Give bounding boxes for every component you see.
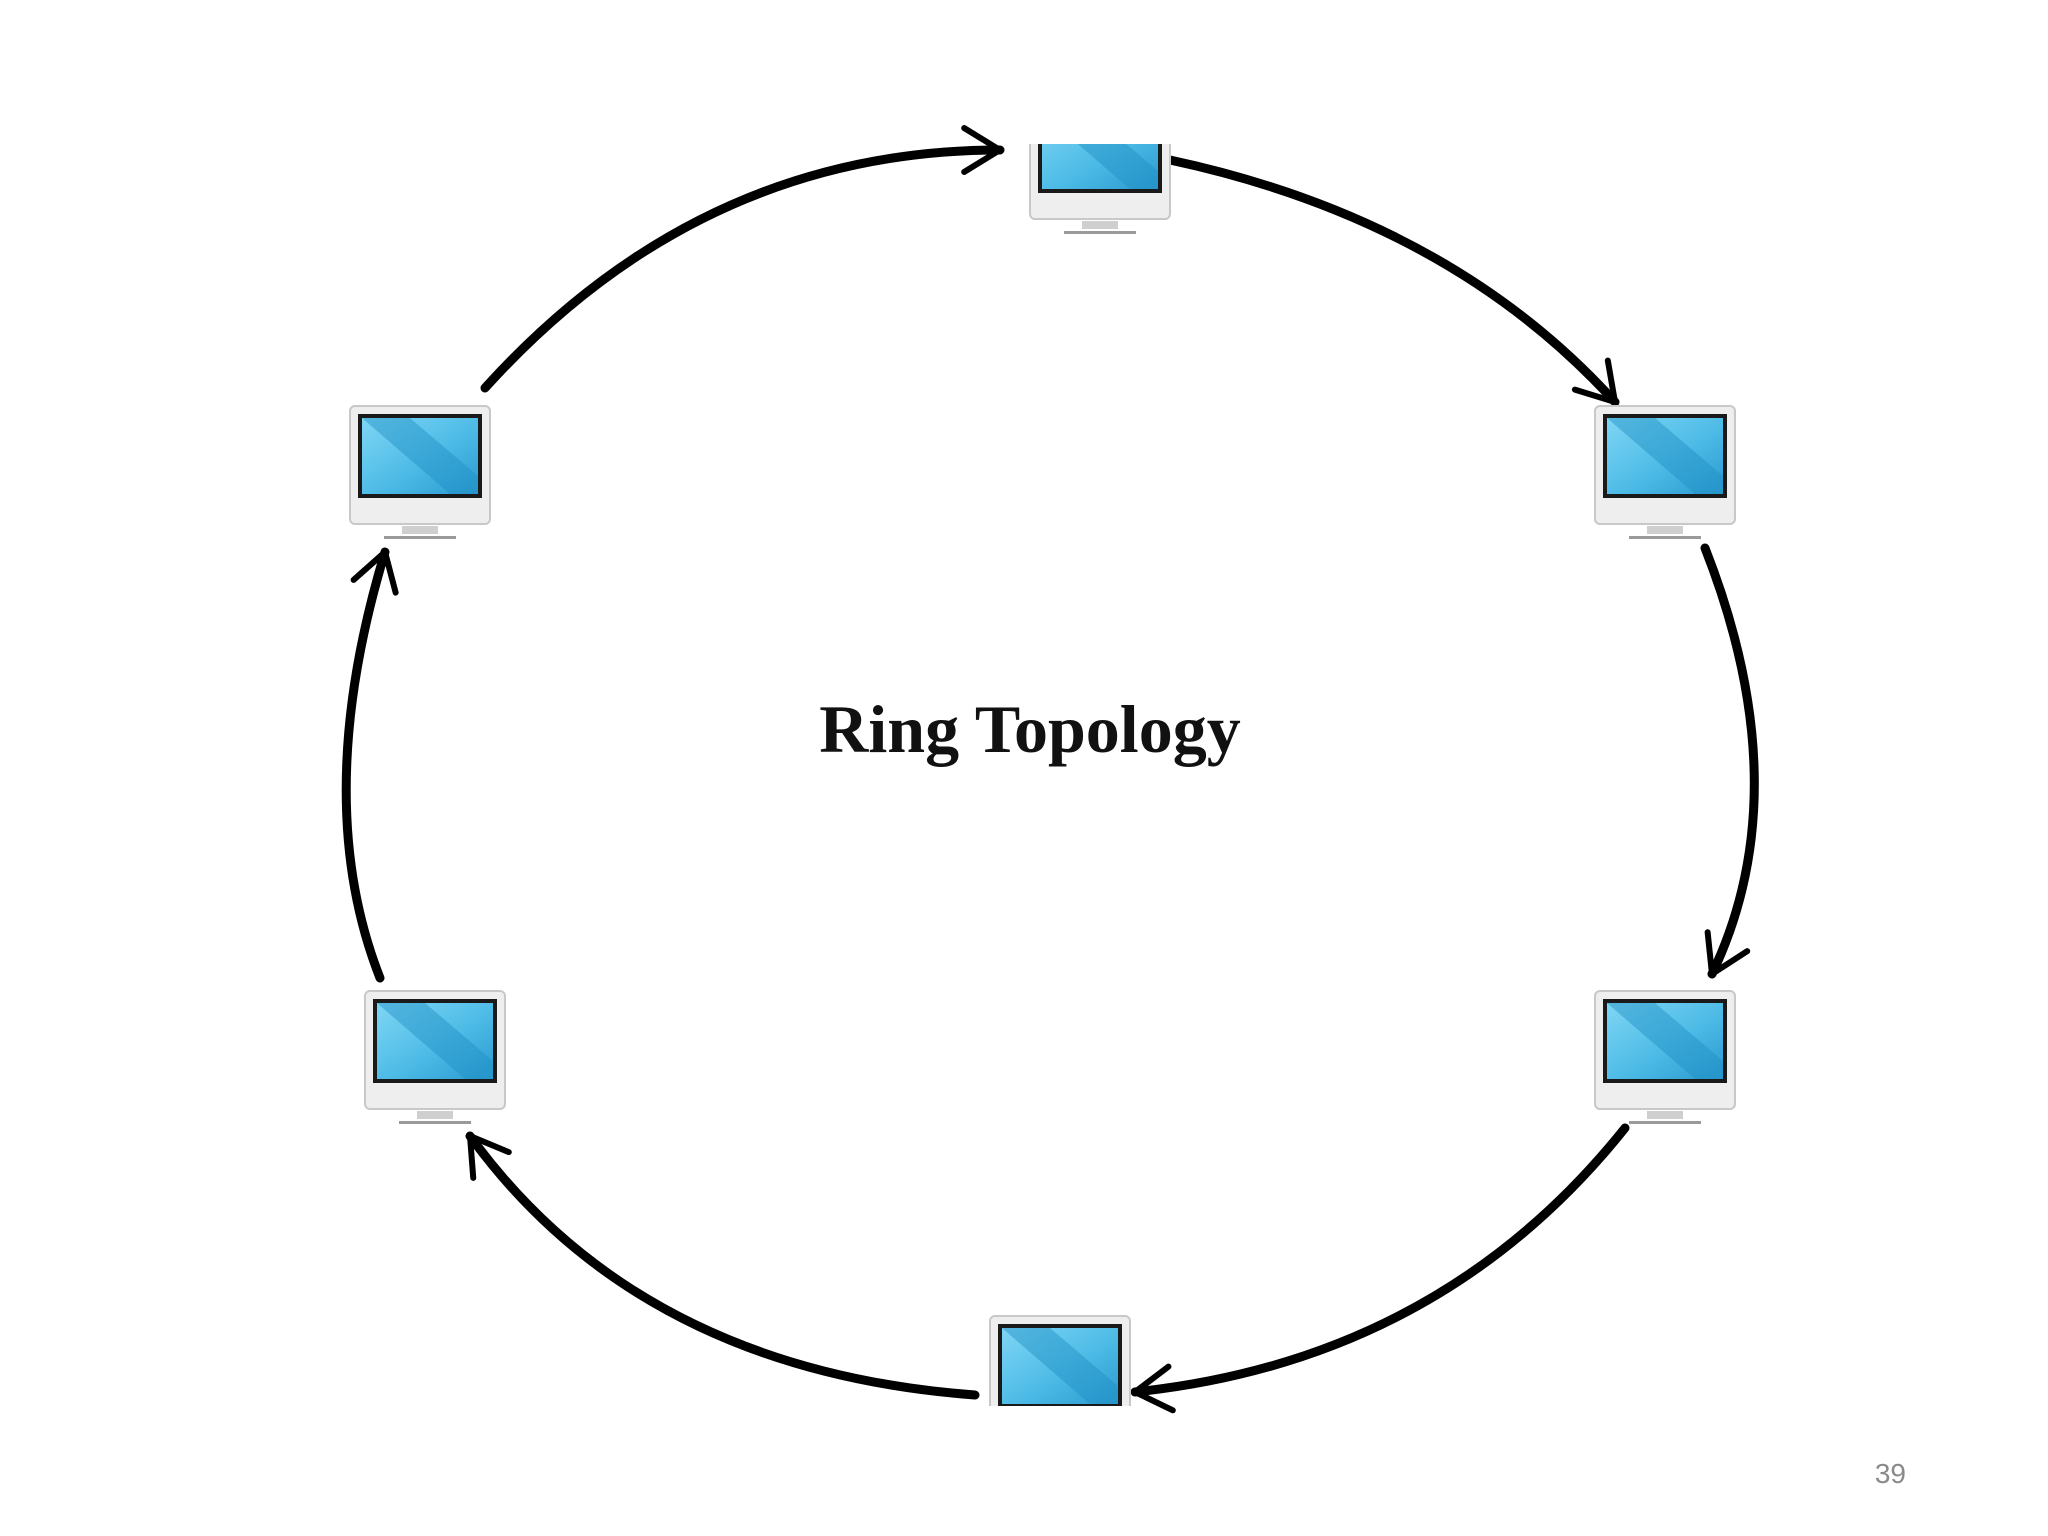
- monitor-icon: [1594, 990, 1736, 1124]
- arrowhead-bottom: [1132, 1363, 1176, 1414]
- link-left-lower-to-left-upper: [341, 547, 390, 983]
- arrowhead-right-upper: [1571, 357, 1618, 405]
- monitor-icon: [364, 990, 506, 1124]
- diagram-title: Ring Topology: [819, 691, 1241, 767]
- ring-links: [341, 125, 1759, 1414]
- page-number: 39: [1874, 1458, 1906, 1489]
- link-bottom-to-left-lower: [465, 1131, 980, 1400]
- arrowhead-left-upper: [350, 549, 399, 596]
- monitor-icon: [349, 405, 491, 539]
- link-top-to-right-upper: [1165, 155, 1620, 407]
- monitor-icon: [1594, 405, 1736, 539]
- link-left-upper-to-top: [480, 145, 1005, 393]
- arrowhead-left-lower: [467, 1133, 512, 1181]
- monitor-icon: [989, 1315, 1131, 1406]
- arrowhead-top: [961, 125, 1003, 175]
- link-right-lower-to-bottom: [1130, 1123, 1630, 1397]
- ring-nodes: [349, 144, 1736, 1406]
- monitor-icon: [1029, 144, 1171, 234]
- arrowhead-right-lower: [1704, 929, 1751, 977]
- link-right-upper-to-right-lower: [1700, 543, 1759, 979]
